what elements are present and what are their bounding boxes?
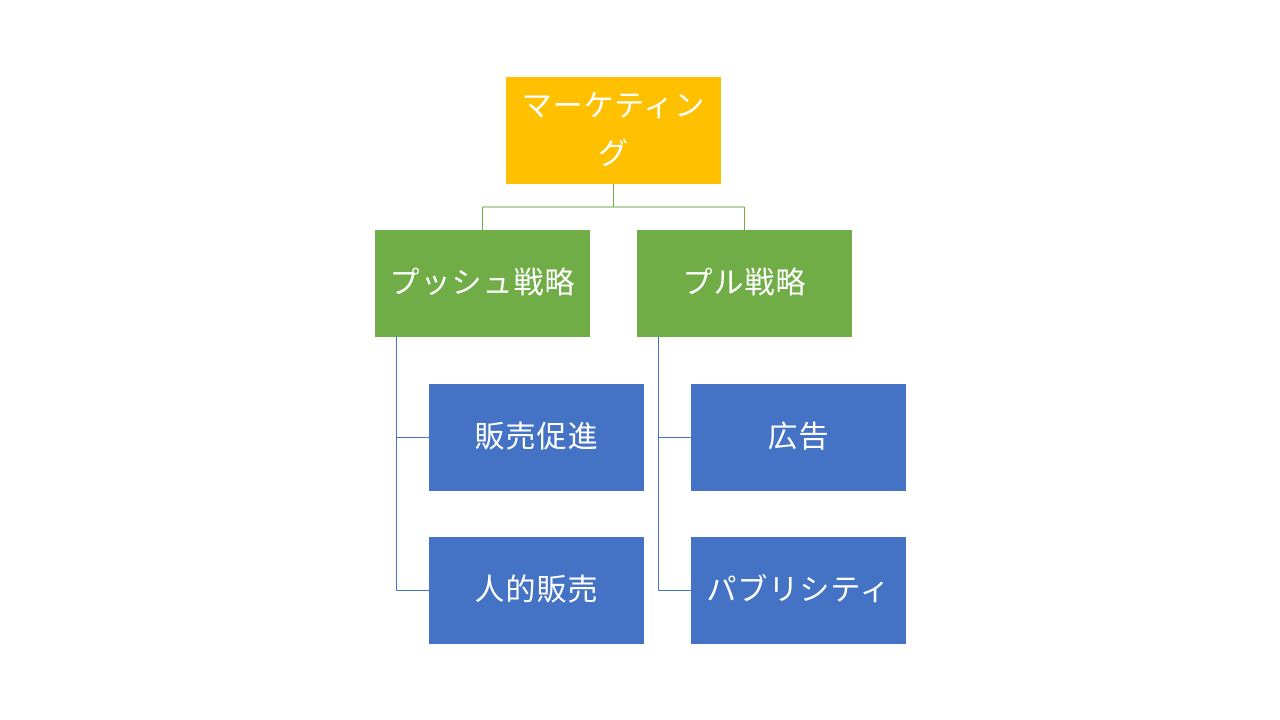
node-advertising: 広告 — [691, 384, 906, 491]
node-push-strategy-label: プッシュ戦略 — [389, 265, 576, 301]
node-advertising-label: 広告 — [767, 419, 830, 455]
node-pull-strategy: プル戦略 — [637, 230, 852, 337]
node-publicity-label: パブリシティ — [706, 572, 891, 608]
node-sales-promotion-label: 販売促進 — [474, 419, 599, 455]
node-sales-promotion: 販売促進 — [429, 384, 644, 491]
node-push-strategy: プッシュ戦略 — [375, 230, 590, 337]
node-personal-selling: 人的販売 — [429, 537, 644, 644]
node-marketing: マーケティング — [506, 77, 721, 184]
node-pull-strategy-label: プル戦略 — [682, 265, 807, 301]
node-personal-selling-label: 人的販売 — [474, 572, 599, 608]
node-publicity: パブリシティ — [691, 537, 906, 644]
node-marketing-label: マーケティング — [521, 88, 706, 172]
